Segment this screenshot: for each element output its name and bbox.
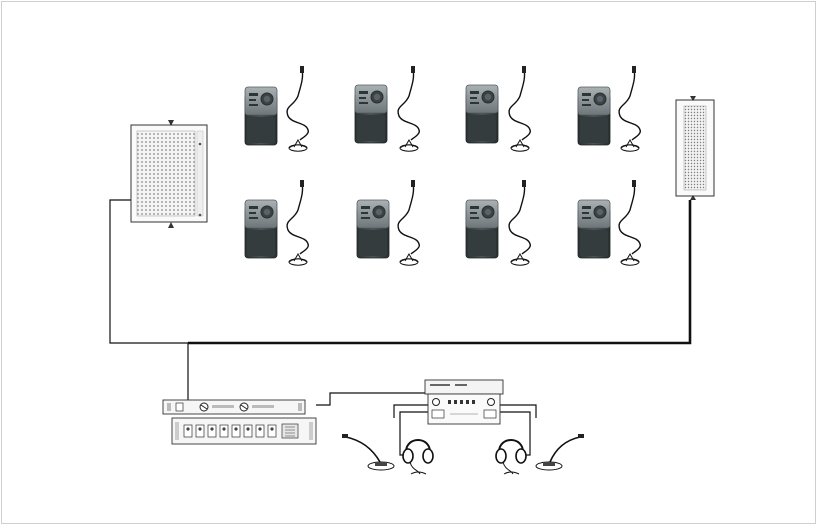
gooseneck-mic-icon — [397, 179, 421, 266]
right-radiator-panel — [675, 96, 715, 200]
gooseneck-mic-icon — [618, 65, 642, 152]
gooseneck-mic-icon — [508, 65, 532, 152]
gooseneck-mic-icon — [618, 179, 642, 266]
headphones-icon — [402, 439, 434, 475]
left-radiator-panel — [130, 120, 208, 228]
receiver-row-1 — [244, 65, 642, 152]
receiver-unit — [244, 86, 278, 146]
interpreter-unit — [424, 379, 504, 425]
unit-to-left-headset-cable — [399, 411, 428, 456]
gooseneck-mic-icon — [397, 65, 421, 152]
wiring — [109, 199, 692, 456]
right-speaker-cable — [188, 200, 692, 345]
right-interpreter-mic-icon — [535, 434, 584, 471]
unit-to-right-headset-cable — [498, 411, 531, 456]
rack-to-interpreter-cable — [316, 392, 425, 406]
transmitter-rack-unit — [171, 417, 317, 445]
gooseneck-mic-icon — [286, 179, 310, 266]
gooseneck-mic-icon — [508, 179, 532, 266]
gooseneck-mic-icon — [286, 65, 310, 152]
receiver-unit — [244, 199, 278, 259]
receiver-unit — [577, 199, 611, 259]
receiver-unit — [356, 199, 390, 259]
headphones-icon — [495, 439, 527, 475]
receiver-unit — [577, 86, 611, 146]
receiver-unit — [465, 84, 499, 144]
unit-to-right-mic-cable — [494, 404, 537, 418]
receiver-unit — [465, 199, 499, 259]
unit-to-left-mic-cable — [393, 404, 432, 418]
left-speaker-cable — [109, 199, 189, 400]
radiator-rack-unit — [162, 399, 306, 415]
left-interpreter-mic-icon — [342, 434, 395, 471]
receiver-unit — [354, 84, 388, 144]
receiver-row-2 — [244, 179, 642, 266]
